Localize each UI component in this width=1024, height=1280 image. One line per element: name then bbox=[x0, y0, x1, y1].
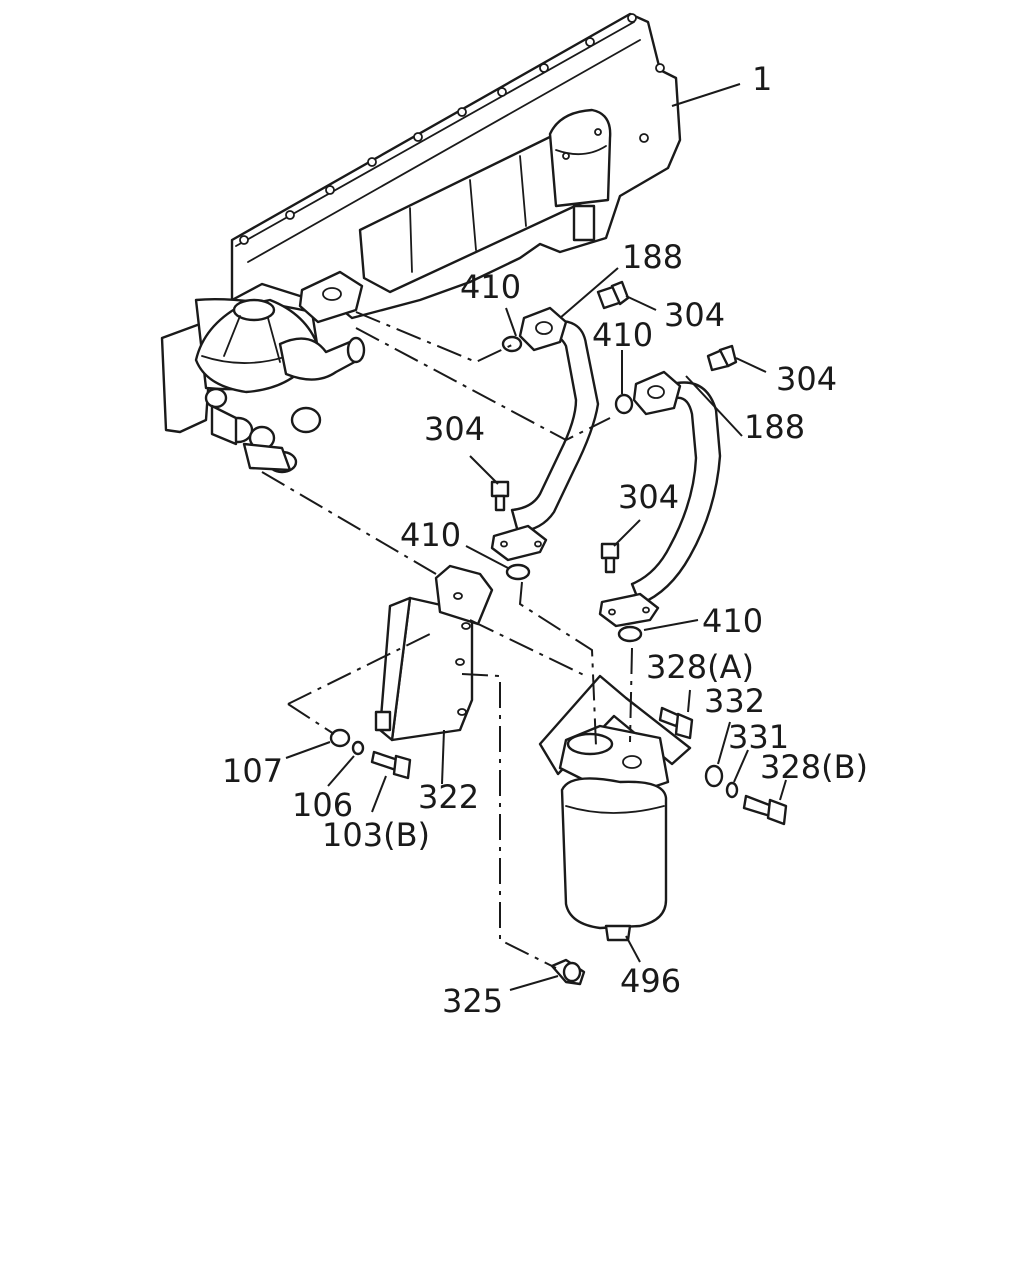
callout-410-second: 410 bbox=[592, 316, 653, 354]
part-304-bolts bbox=[490, 280, 738, 574]
part-107-washer bbox=[329, 728, 351, 748]
callout-103b: 103(B) bbox=[322, 816, 430, 854]
callout-304-mid-right: 304 bbox=[618, 478, 679, 516]
callout-325: 325 bbox=[442, 982, 503, 1020]
callout-106: 106 bbox=[292, 786, 353, 824]
callout-322: 322 bbox=[418, 778, 479, 816]
part-322-bracket bbox=[374, 564, 494, 742]
callout-328a: 328(A) bbox=[646, 648, 754, 686]
part-410-o-rings bbox=[501, 335, 643, 643]
part-496-oil-filter bbox=[538, 674, 692, 942]
part-188-oil-pipe-left bbox=[490, 306, 600, 562]
callout-188-top: 188 bbox=[622, 238, 683, 276]
assembly-centerlines bbox=[261, 311, 633, 969]
callout-304-mid-left: 304 bbox=[424, 410, 485, 448]
lower-bosses bbox=[204, 387, 322, 474]
part-188-oil-pipe-right bbox=[598, 370, 722, 628]
callout-331: 331 bbox=[728, 718, 789, 756]
callout-304-right: 304 bbox=[776, 360, 837, 398]
part-332-washer bbox=[704, 764, 724, 788]
callout-496: 496 bbox=[620, 962, 681, 1000]
callout-1: 1 bbox=[752, 60, 772, 98]
part-331-washer bbox=[725, 781, 739, 799]
part-106-washer bbox=[351, 740, 365, 756]
callout-107: 107 bbox=[222, 752, 283, 790]
head-bolt-holes bbox=[239, 13, 665, 245]
callout-188-right: 188 bbox=[744, 408, 805, 446]
callout-410-right: 410 bbox=[702, 602, 763, 640]
callout-410-left: 410 bbox=[400, 516, 461, 554]
callout-labels: 1 188 188 304 304 304 304 410 410 410 41… bbox=[222, 60, 868, 1020]
breather-cap bbox=[548, 108, 612, 242]
leader-lines bbox=[285, 83, 787, 991]
part-328a-bolt bbox=[658, 706, 694, 740]
part-103b-bolt bbox=[370, 750, 412, 780]
callout-410-top: 410 bbox=[460, 268, 521, 306]
part-325-bolt bbox=[550, 958, 586, 986]
part-328b-bolt bbox=[742, 794, 788, 826]
part-1-engine-assembly bbox=[160, 12, 682, 474]
callout-332: 332 bbox=[704, 682, 765, 720]
callout-304-top: 304 bbox=[664, 296, 725, 334]
callout-328b: 328(B) bbox=[760, 748, 868, 786]
